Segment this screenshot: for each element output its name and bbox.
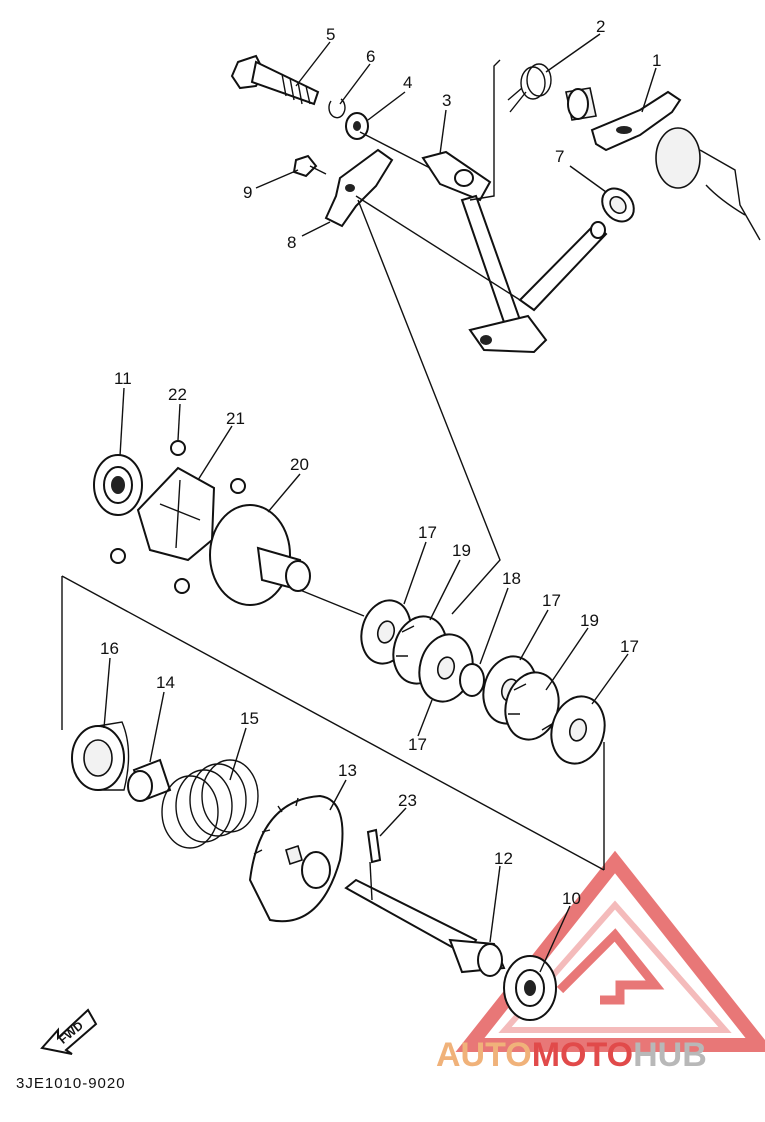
callout-5: 5 — [326, 25, 335, 44]
part-13-kick-gear — [248, 794, 344, 923]
part-7-seal — [601, 187, 635, 223]
assembly-lines — [61, 59, 605, 901]
callout-20: 20 — [290, 455, 309, 474]
callout-13: 13 — [338, 761, 357, 780]
part-6-circlip — [328, 98, 346, 119]
part-2-spring — [507, 63, 552, 113]
callout-10: 10 — [562, 889, 581, 908]
part-19-gear — [504, 671, 560, 741]
part-17-washer — [418, 633, 474, 703]
callout-7: 7 — [555, 147, 564, 166]
part-10-bearing — [503, 955, 557, 1021]
callout-labels: 1 2 3 4 5 6 7 8 9 10 11 12 13 14 15 16 1… — [100, 17, 661, 908]
watermark-part3: HUB — [633, 1036, 707, 1074]
part-1-lever — [590, 90, 682, 152]
watermark-text: AUTOMOTOHUB — [436, 1036, 707, 1074]
callout-9: 9 — [243, 183, 252, 202]
leader-lines — [103, 33, 657, 973]
svg-text:AUTOMOTOHUB: AUTOMOTOHUB — [436, 1036, 707, 1074]
callout-19b: 19 — [580, 611, 599, 630]
part-14-collar — [127, 758, 172, 802]
callout-2: 2 — [596, 17, 605, 36]
callout-17b: 17 — [542, 591, 561, 610]
part-18-spacer — [459, 663, 485, 697]
part-15-spring — [161, 759, 259, 849]
callout-3: 3 — [442, 91, 451, 110]
part-16-seal — [71, 721, 130, 791]
fwd-arrow-icon: FWD — [40, 1008, 98, 1055]
callout-8: 8 — [287, 233, 296, 252]
callout-14: 14 — [156, 673, 175, 692]
callout-4: 4 — [403, 73, 412, 92]
part-17-washer — [550, 695, 606, 765]
part-21-cam — [136, 466, 216, 562]
callout-19a: 19 — [452, 541, 471, 560]
part-5-bolt — [230, 54, 320, 106]
part-9-bolt — [292, 154, 327, 178]
part-20-boss — [209, 504, 311, 606]
part-22-ball — [170, 440, 186, 456]
callout-16: 16 — [100, 639, 119, 658]
part-8-stopper-lever — [324, 148, 394, 228]
callout-18: 18 — [502, 569, 521, 588]
part-22-ball — [230, 478, 246, 494]
part-11-bearing — [93, 454, 143, 516]
callout-21: 21 — [226, 409, 245, 428]
part-22-ball — [110, 548, 126, 564]
diagram-code: 3JE1010-9020 — [16, 1075, 126, 1092]
watermark-part1: AUTO — [436, 1036, 532, 1074]
callout-17c: 17 — [620, 637, 639, 656]
watermark-part2: MOTO — [532, 1036, 633, 1074]
part-3-shift-arm — [421, 150, 608, 354]
callout-12: 12 — [494, 849, 513, 868]
part-23-pin — [366, 828, 382, 864]
callout-11: 11 — [114, 369, 132, 388]
callout-22: 22 — [168, 385, 187, 404]
callout-17d: 17 — [408, 735, 427, 754]
callout-15: 15 — [240, 709, 259, 728]
callout-17a: 17 — [418, 523, 437, 542]
callout-23: 23 — [398, 791, 417, 810]
callout-6: 6 — [366, 47, 375, 66]
callout-1: 1 — [652, 51, 661, 70]
collar — [565, 87, 597, 121]
engine-casing — [655, 127, 761, 241]
watermark-logo — [455, 850, 765, 1052]
part-12-kick-shaft — [344, 878, 506, 977]
part-22-ball — [174, 578, 190, 594]
